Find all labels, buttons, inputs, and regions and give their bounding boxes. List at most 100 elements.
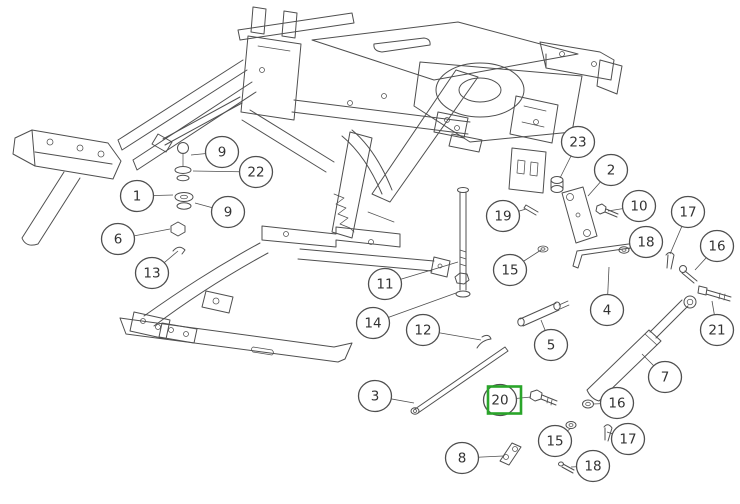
callout-6[interactable]: 6 bbox=[100, 222, 171, 256]
callout-14[interactable]: 14 bbox=[355, 292, 457, 340]
callout-circle[interactable] bbox=[589, 293, 625, 327]
callout-17[interactable]: 17 bbox=[669, 195, 706, 255]
callout-circle[interactable] bbox=[610, 422, 646, 456]
callout-number: 6 bbox=[114, 232, 123, 248]
callout-17[interactable]: 17 bbox=[606, 422, 646, 456]
frame-assembly bbox=[12, 6, 623, 363]
lift-rod-3 bbox=[410, 346, 509, 415]
callout-9[interactable]: 9 bbox=[194, 195, 246, 229]
washer-18-top bbox=[618, 246, 630, 254]
small-link-8 bbox=[499, 442, 522, 466]
callout-number: 17 bbox=[619, 432, 636, 448]
callout-circle[interactable] bbox=[238, 155, 274, 189]
callout-number: 9 bbox=[224, 205, 233, 221]
callout-20[interactable]: 20 bbox=[482, 383, 532, 417]
callout-circle[interactable] bbox=[699, 313, 735, 347]
washer-16-bottom bbox=[582, 399, 594, 409]
callout-5[interactable]: 5 bbox=[533, 319, 569, 362]
callout-circle[interactable] bbox=[100, 222, 136, 256]
callout-number: 13 bbox=[143, 266, 160, 282]
callout-22[interactable]: 22 bbox=[192, 155, 274, 189]
callout-circle[interactable] bbox=[444, 441, 480, 475]
callout-3[interactable]: 3 bbox=[357, 379, 415, 413]
callout-circle[interactable] bbox=[670, 195, 706, 229]
callout-13[interactable]: 13 bbox=[134, 250, 179, 290]
callout-number: 17 bbox=[679, 205, 696, 221]
callout-circle[interactable] bbox=[593, 153, 629, 187]
ball-joint-stack bbox=[170, 142, 194, 255]
small-pin-18-bottom bbox=[558, 461, 575, 474]
clevis-16-top bbox=[679, 265, 698, 284]
callout-15[interactable]: 15 bbox=[492, 249, 542, 287]
bushing bbox=[550, 176, 564, 193]
callout-circle[interactable] bbox=[621, 189, 657, 223]
callout-circle[interactable] bbox=[210, 195, 246, 229]
callout-23[interactable]: 23 bbox=[559, 125, 596, 179]
callout-2[interactable]: 2 bbox=[587, 153, 629, 197]
callout-15[interactable]: 15 bbox=[537, 424, 573, 458]
link-rod-5 bbox=[517, 300, 570, 327]
callout-number: 16 bbox=[708, 239, 725, 255]
hex-bolt-20 bbox=[529, 389, 558, 406]
callout-18[interactable]: 18 bbox=[570, 449, 611, 483]
long-carriage-bolt bbox=[454, 187, 471, 298]
callout-10[interactable]: 10 bbox=[607, 189, 657, 223]
callout-circle[interactable] bbox=[699, 229, 735, 263]
callout-circle[interactable] bbox=[575, 449, 611, 483]
callout-circle[interactable] bbox=[537, 424, 573, 458]
callout-number: 12 bbox=[414, 323, 431, 339]
callout-number: 20 bbox=[491, 393, 508, 409]
callout-circle[interactable] bbox=[405, 313, 441, 347]
callout-circle[interactable] bbox=[357, 379, 393, 413]
callout-number: 15 bbox=[501, 263, 518, 279]
callout-number: 18 bbox=[637, 235, 654, 251]
callout-number: 4 bbox=[603, 303, 612, 319]
callout-number: 23 bbox=[569, 135, 586, 151]
bent-rod bbox=[572, 241, 645, 269]
callout-circle[interactable] bbox=[482, 383, 518, 417]
callout-circle[interactable] bbox=[560, 125, 596, 159]
callout-circle[interactable] bbox=[628, 225, 664, 259]
callout-9[interactable]: 9 bbox=[190, 135, 240, 169]
callout-number: 2 bbox=[607, 163, 616, 179]
callout-circle[interactable] bbox=[647, 360, 683, 394]
callout-circle[interactable] bbox=[204, 135, 240, 169]
callout-11[interactable]: 11 bbox=[367, 261, 459, 301]
callout-16[interactable]: 16 bbox=[694, 229, 735, 271]
callout-7[interactable]: 7 bbox=[641, 353, 683, 394]
washer-15-bottom bbox=[565, 421, 577, 429]
callout-circle[interactable] bbox=[533, 328, 569, 362]
callout-circle[interactable] bbox=[134, 256, 170, 290]
callout-number: 5 bbox=[547, 338, 556, 354]
callout-number: 19 bbox=[494, 209, 511, 225]
callout-circle[interactable] bbox=[355, 306, 391, 340]
highlight-box bbox=[486, 385, 523, 415]
hex-bolt-21 bbox=[697, 285, 732, 302]
callout-number: 7 bbox=[661, 370, 670, 386]
callout-number: 22 bbox=[247, 165, 264, 181]
callout-number: 8 bbox=[458, 451, 467, 467]
cotter-pin-17-bottom bbox=[603, 424, 613, 442]
callout-circle[interactable] bbox=[119, 179, 155, 213]
callout-number: 16 bbox=[608, 396, 625, 412]
callout-1[interactable]: 1 bbox=[119, 179, 174, 213]
cotter-pin-17-top bbox=[665, 252, 675, 270]
callout-circle[interactable] bbox=[492, 253, 528, 287]
callout-18[interactable]: 18 bbox=[627, 225, 664, 259]
callout-number: 9 bbox=[218, 145, 227, 161]
callout-8[interactable]: 8 bbox=[444, 441, 504, 475]
callout-19[interactable]: 19 bbox=[485, 199, 527, 233]
callout-number: 14 bbox=[364, 316, 381, 332]
small-pin bbox=[523, 204, 539, 216]
callout-number: 10 bbox=[630, 199, 647, 215]
callout-12[interactable]: 12 bbox=[405, 313, 482, 347]
callout-circle[interactable] bbox=[367, 267, 403, 301]
callout-16[interactable]: 16 bbox=[592, 386, 635, 420]
callout-21[interactable]: 21 bbox=[699, 300, 735, 347]
callout-4[interactable]: 4 bbox=[589, 266, 625, 327]
hex-bolt-10 bbox=[595, 203, 619, 218]
callout-circle[interactable] bbox=[485, 199, 521, 233]
callout-circle[interactable] bbox=[599, 386, 635, 420]
